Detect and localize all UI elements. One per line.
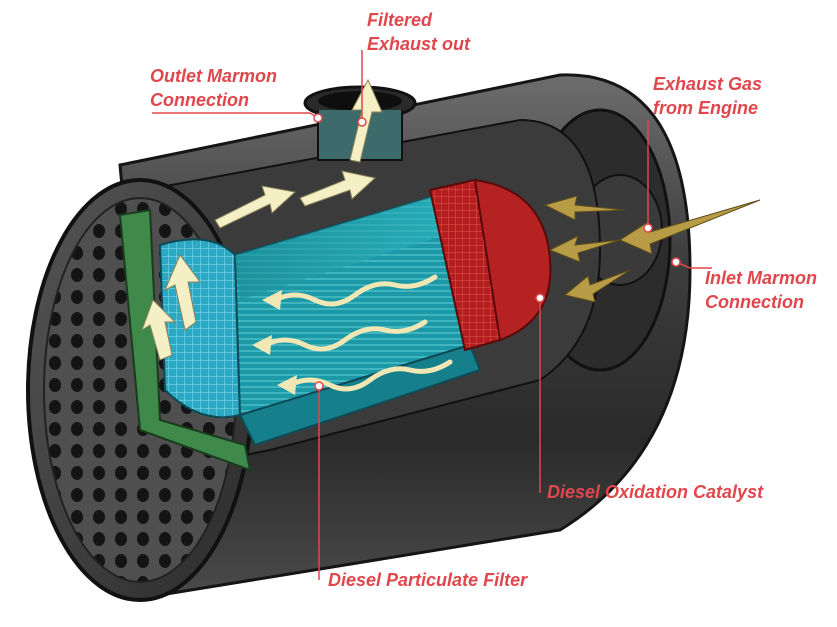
label-exhaust-gas-from-engine: Exhaust Gas from Engine — [653, 74, 763, 118]
label-inlet-marmon-connection: Inlet Marmon Connection — [705, 268, 818, 312]
inlet-flow-arrows — [543, 195, 761, 303]
leader-lines — [152, 50, 712, 580]
doc-body — [473, 178, 552, 342]
label-diesel-particulate-filter: Diesel Particulate Filter — [328, 570, 528, 590]
label-diesel-oxidation-catalyst: Diesel Oxidation Catalyst — [547, 482, 764, 502]
label-filtered-exhaust-out: Filtered Exhaust out — [367, 10, 471, 54]
internal-flow-arrows — [262, 274, 453, 392]
dpf-face — [158, 238, 242, 419]
label-outlet-marmon-connection: Outlet Marmon Connection — [150, 66, 278, 110]
